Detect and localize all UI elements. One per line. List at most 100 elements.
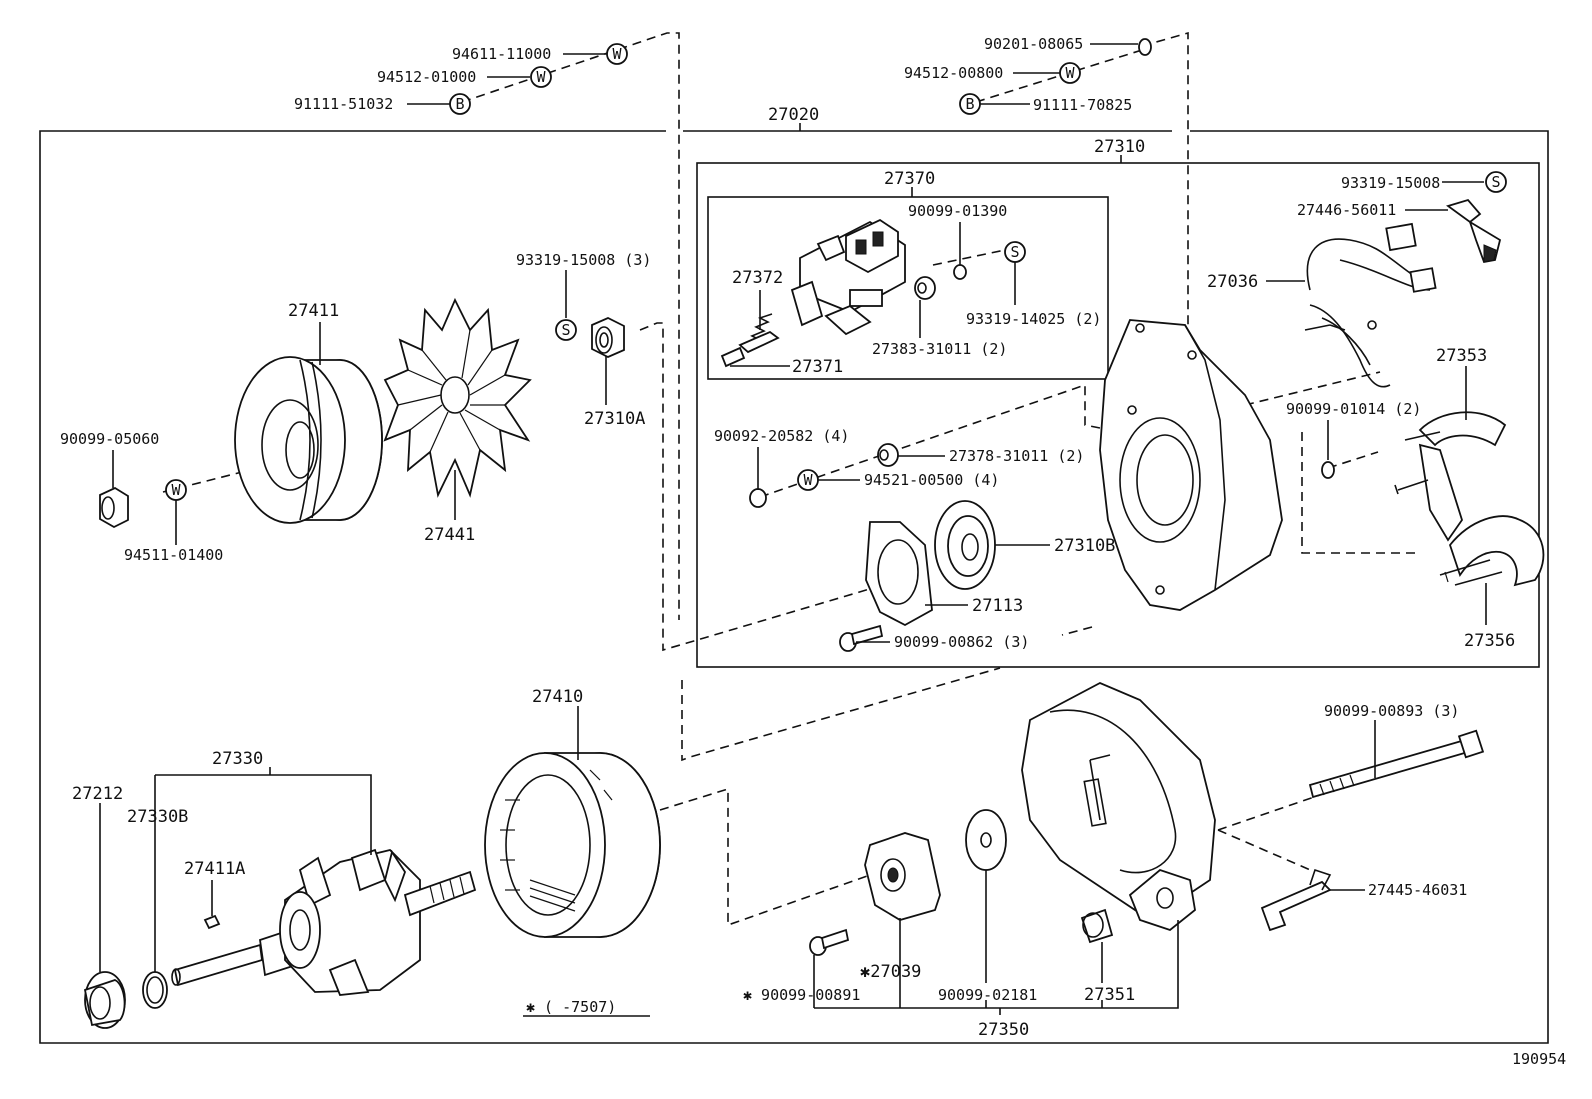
callout-27441: 27441	[424, 525, 475, 545]
callout-27356: 27356	[1464, 631, 1515, 651]
callout-90201-08065: 90201-08065	[984, 35, 1083, 53]
callout-94521-00500: 94521-00500 (4)	[864, 471, 999, 489]
callout-27411: 27411	[288, 301, 339, 321]
callout-90099-05060: 90099-05060	[60, 430, 159, 448]
callout-90099-00862: 90099-00862 (3)	[894, 633, 1029, 651]
callout-90092-20582: 90092-20582 (4)	[714, 427, 849, 445]
callout-94511-01400: 94511-01400	[124, 546, 223, 564]
svg-text:W: W	[1065, 64, 1075, 82]
leader-lines	[99, 43, 1487, 1017]
callout-27410: 27410	[532, 687, 583, 707]
callout-93319-15008-b: 93319-15008 (3)	[516, 251, 651, 269]
callout-27445-46031: 27445-46031	[1368, 881, 1467, 899]
nut-90092-20582	[749, 488, 767, 508]
callout-27330B: 27330B	[127, 807, 188, 827]
callout-90099-02181: 90099-02181	[938, 986, 1037, 1004]
callout-27020: 27020	[768, 105, 819, 125]
marker-w-94512-00800: W	[1059, 62, 1081, 84]
stator-27410	[484, 752, 661, 938]
spring-27372	[720, 313, 780, 368]
marker-s-93319-15008-a: S	[1485, 171, 1507, 193]
frame-27310	[696, 162, 1540, 668]
terminal-27446-56011	[1446, 198, 1502, 264]
callout-27446-56011: 27446-56011	[1297, 201, 1396, 219]
marker-w-94511-01400: W	[165, 479, 187, 501]
callout-93319-14025: 93319-14025 (2)	[966, 310, 1101, 328]
callout-90099-00891: ✱ 90099-00891	[743, 986, 860, 1004]
nut-90099-05060	[99, 486, 129, 529]
spacer-27351	[1080, 908, 1114, 944]
svg-text:W: W	[803, 471, 813, 489]
bearing-27212	[83, 971, 126, 1029]
marker-w-94512-01000: W	[530, 66, 552, 88]
clamp-27445-46031	[1260, 868, 1332, 932]
callout-27378-31011: 27378-31011 (2)	[949, 447, 1084, 465]
callout-91111-70825: 91111-70825	[1033, 96, 1132, 114]
assembly-dashed-lines	[162, 31, 1420, 927]
svg-text:S: S	[1010, 243, 1019, 261]
callout-27370: 27370	[884, 169, 935, 189]
collar-27310A	[591, 317, 625, 358]
callout-27353: 27353	[1436, 346, 1487, 366]
marker-w-94611-11000: W	[606, 43, 628, 65]
svg-text:S: S	[561, 321, 570, 339]
callout-27113: 27113	[972, 596, 1023, 616]
callout-27310B: 27310B	[1054, 536, 1115, 556]
parts	[83, 38, 1545, 1029]
svg-text:S: S	[1491, 173, 1500, 191]
rectifier-holder-27353	[1394, 411, 1507, 542]
callout-90099-01014: 90099-01014 (2)	[1286, 400, 1421, 418]
callout-27383-31011: 27383-31011 (2)	[872, 340, 1007, 358]
bolt-90099-00891	[809, 928, 850, 956]
rectifier-end-frame-27310	[1099, 319, 1283, 611]
callout-27212: 27212	[72, 784, 123, 804]
svg-text:B: B	[455, 95, 464, 113]
callout-27310A: 27310A	[584, 409, 645, 429]
fan-27441	[383, 297, 532, 498]
nut-90099-01014	[1321, 461, 1335, 479]
callout-94512-01000: 94512-01000	[377, 68, 476, 86]
pulley-27411	[234, 356, 383, 524]
callout-27411A: 27411A	[184, 859, 245, 879]
diagram-id: 190954	[1512, 1050, 1566, 1068]
svg-text:W: W	[536, 68, 546, 86]
svg-text:W: W	[171, 481, 181, 499]
callout-27039: ✱27039	[860, 962, 921, 982]
callout-27330: 27330	[212, 749, 263, 769]
bush-27383-31011	[914, 276, 936, 300]
marker-b-91111-70825: B	[959, 93, 981, 115]
assembly-frames	[39, 123, 1549, 1044]
through-bolt-90099-00893	[1308, 729, 1485, 799]
callout-27351: 27351	[1084, 985, 1135, 1005]
applicability-note: ✱ ( -7507)	[526, 998, 616, 1016]
wire-harness-27036	[1304, 222, 1437, 388]
callout-27036: 27036	[1207, 272, 1258, 292]
callout-94611-11000: 94611-11000	[452, 45, 551, 63]
frame-27020	[39, 130, 1549, 1044]
frame-27370	[707, 196, 1109, 380]
callout-27372: 27372	[732, 268, 783, 288]
callout-93319-15008-a: 93319-15008	[1341, 174, 1440, 192]
bearing-retainer-27039	[864, 832, 941, 921]
marker-b-91111-51032: B	[449, 93, 471, 115]
washer-90099-02181	[965, 809, 1007, 871]
callout-27310: 27310	[1094, 137, 1145, 157]
markers: W W B W B S S S	[165, 43, 1507, 501]
callout-27371: 27371	[792, 357, 843, 377]
callout-labels: 94611-11000 94512-01000 91111-51032 9020…	[60, 35, 1566, 1068]
bearing-27310B	[934, 500, 996, 590]
marker-w-94521-00500: W	[797, 469, 819, 491]
nut-90099-01390	[953, 264, 967, 280]
drive-end-frame-27350	[1021, 682, 1216, 932]
callout-90099-01390: 90099-01390	[908, 202, 1007, 220]
svg-text:W: W	[612, 45, 622, 63]
ring-27330B	[142, 971, 168, 1009]
callout-94512-00800: 94512-00800	[904, 64, 1003, 82]
washer-90201-08065	[1138, 38, 1152, 56]
callout-27350: 27350	[978, 1020, 1029, 1040]
cover-plate-27113	[865, 521, 933, 627]
bolt-90099-00862	[839, 624, 884, 652]
callout-90099-00893: 90099-00893 (3)	[1324, 702, 1459, 720]
bush-27378-31011	[877, 443, 899, 467]
brush-holder-27370	[790, 218, 906, 336]
